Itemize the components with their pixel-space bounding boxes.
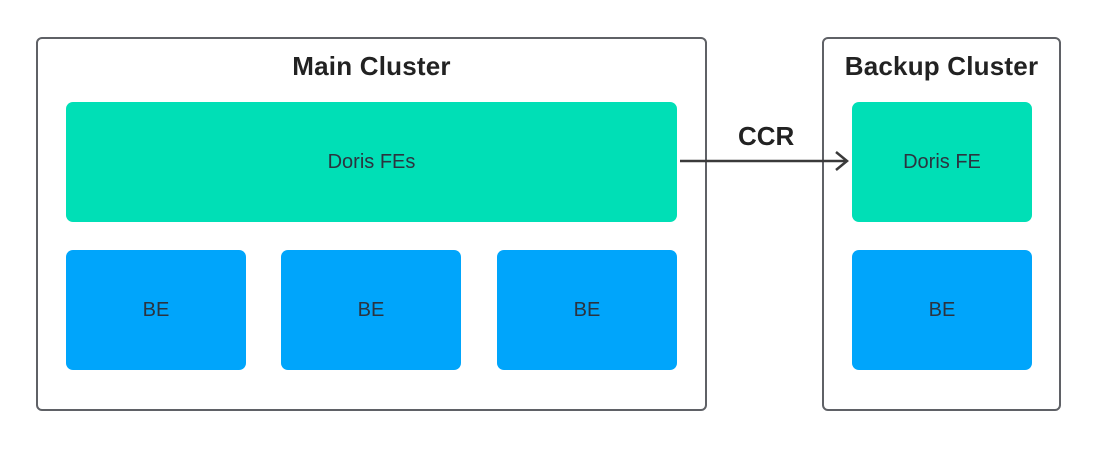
replication-label: CCR [738,121,795,151]
main-frontend-label: Doris FEs [327,150,416,173]
main-backend-label-2: BE [357,298,385,321]
main-backend-label-1: BE [142,298,170,321]
backup-backend-label: BE [928,298,956,321]
main-backend-label-3: BE [573,298,601,321]
main-cluster: Main Cluster Doris FEs BE BE BE [36,37,707,411]
main-backend-node-2[interactable]: BE [281,250,461,370]
replication-arrow-head [835,151,849,171]
backup-frontend-label: Doris FE [903,150,981,173]
main-backend-node-3[interactable]: BE [497,250,677,370]
main-cluster-title: Main Cluster [292,51,451,81]
backup-cluster-title: Backup Cluster [844,51,1039,81]
main-frontend-node[interactable]: Doris FEs [66,102,677,222]
backup-backend-node[interactable]: BE [852,250,1032,370]
backup-cluster: Backup Cluster Doris FE BE [822,37,1061,411]
main-backend-node-1[interactable]: BE [66,250,246,370]
backup-frontend-node[interactable]: Doris FE [852,102,1032,222]
